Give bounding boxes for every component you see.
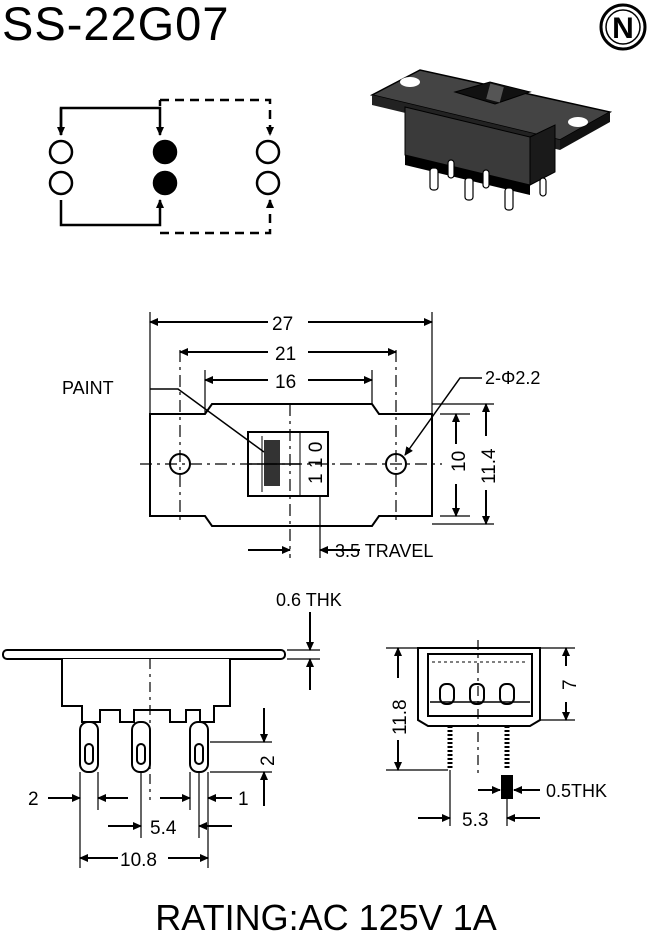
dim-5-4: 5.4 xyxy=(150,818,177,839)
paint-label: PAINT xyxy=(62,378,114,398)
dim-7: 7 xyxy=(560,679,581,690)
switch-product-illustration xyxy=(369,69,613,211)
rating-label: RATING:AC 125V 1A xyxy=(155,897,496,938)
side-view-drawing xyxy=(2,612,320,868)
dim-2: 2 xyxy=(28,789,39,810)
dim-11-8: 11.8 xyxy=(390,699,411,735)
hole-diameter-label: 2-Φ2.2 xyxy=(485,368,540,388)
n-logo-icon: N xyxy=(599,3,647,51)
part-number-title: SS-22G07 xyxy=(2,0,229,50)
dim-2-vertical: 2 xyxy=(258,755,279,766)
dim-5-3: 5.3 xyxy=(462,810,488,831)
dim-27: 27 xyxy=(272,314,293,335)
end-view-drawing xyxy=(386,640,575,826)
dim-10-8: 10.8 xyxy=(120,850,157,871)
circuit-schematic xyxy=(48,98,281,235)
dim-11-4: 11.4 xyxy=(479,448,500,484)
dim-21: 21 xyxy=(275,344,296,365)
logo-letter: N xyxy=(612,12,634,45)
dim-1: 1 xyxy=(238,789,249,810)
position-marking: 1 1 0 xyxy=(306,442,327,484)
dim-10: 10 xyxy=(449,451,470,472)
top-view-drawing xyxy=(140,312,494,558)
thickness-label: 0.6 THK xyxy=(276,590,342,610)
contact-thickness-label: 0.5THK xyxy=(546,781,607,801)
travel-label: 3.5 TRAVEL xyxy=(335,541,433,561)
dim-16: 16 xyxy=(275,372,296,393)
